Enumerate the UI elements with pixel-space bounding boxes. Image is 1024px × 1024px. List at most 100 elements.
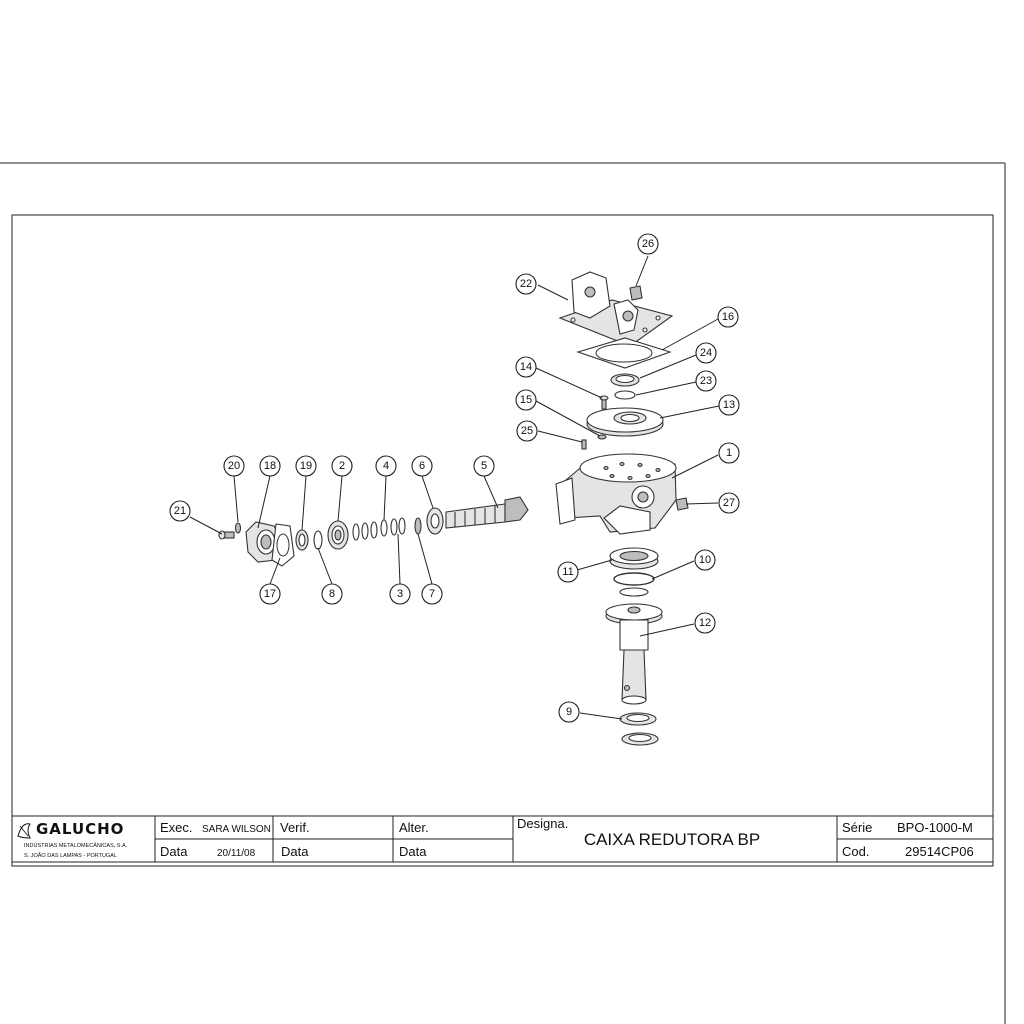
part-5-pinion-shaft [445,496,529,529]
date-value: 20/11/08 [217,848,256,859]
svg-text:1: 1 [726,447,732,459]
balloon-5: 5 [473,455,495,477]
svg-text:5: 5 [481,460,487,472]
designation-label: Designa. [517,816,568,831]
svg-text:22: 22 [520,278,532,290]
exec-label: Exec. [160,820,193,835]
part-20-washer [234,522,242,534]
leader-lines [189,255,720,720]
part-7-circlip [414,517,422,535]
balloon-18: 18 [259,455,281,477]
part-19-seal [295,529,309,551]
balloon-24: 24 [695,342,717,364]
balloon-15: 15 [515,389,537,411]
balloon-27: 27 [718,492,740,514]
svg-text:4: 4 [383,460,389,472]
svg-text:9: 9 [566,706,572,718]
svg-text:26: 26 [642,238,654,250]
exec-value: SARA WILSON [202,824,271,835]
verif-date-label: Data [281,844,309,859]
balloons: 21 20 18 19 2 4 6 5 17 8 3 7 26 22 16 24… [169,233,740,723]
part-17-gasket [271,523,295,567]
serie-label: Série [842,820,872,835]
part-23-ring [614,390,636,400]
part-10-ring [613,572,655,586]
alter-label: Alter. [399,820,429,835]
designation-value: CAIXA REDUTORA BP [584,830,760,849]
sheet-frame [0,162,1006,1024]
part-8-ring [313,530,323,550]
svg-text:25: 25 [521,425,533,437]
code-label: Cod. [842,844,869,859]
svg-text:18: 18 [264,460,276,472]
balloon-8: 8 [321,583,343,605]
part-12-output-shaft [605,603,663,705]
balloon-12: 12 [694,612,716,634]
company-address: S. JOÃO DAS LAMPAS - PORTUGAL [24,852,117,859]
part-16-gasket [576,337,672,369]
svg-text:21: 21 [174,505,186,517]
balloon-26: 26 [637,233,659,255]
part-21-bolt [218,530,235,540]
balloon-16: 16 [717,306,739,328]
balloon-2: 2 [331,455,353,477]
balloon-3: 3 [389,583,411,605]
svg-text:3: 3 [397,588,403,600]
svg-text:20: 20 [228,460,240,472]
part-14-bolt [599,395,609,410]
svg-text:12: 12 [699,617,711,629]
svg-text:2: 2 [339,460,345,472]
balloon-22: 22 [515,273,537,295]
part-25-bolt [581,439,587,450]
svg-text:23: 23 [700,375,712,387]
balloon-23: 23 [695,370,717,392]
svg-text:11: 11 [562,566,573,578]
svg-text:17: 17 [264,588,276,600]
part-13-cover [586,407,664,437]
title-block: GALUCHO INDÚSTRIAS METALOMECÂNICAS, S.A.… [11,815,994,863]
part-11-bearing [609,547,659,570]
svg-text:15: 15 [520,394,532,406]
svg-text:6: 6 [419,460,425,472]
part-4-shims [352,519,388,541]
balloon-11: 11 [557,561,579,583]
verif-label: Verif. [280,820,310,835]
svg-text:13: 13 [723,399,735,411]
balloon-1: 1 [718,442,740,464]
balloon-6: 6 [411,455,433,477]
part-6-bearing [426,507,444,535]
alter-date-label: Data [399,844,427,859]
balloon-7: 7 [421,583,443,605]
svg-text:24: 24 [700,347,712,359]
part-24-seal [610,373,640,387]
svg-text:14: 14 [520,361,532,373]
part-2-bearing [327,520,349,550]
part-22-top-bracket [558,271,674,347]
serie-value: BPO-1000-M [897,820,973,835]
balloon-17: 17 [259,583,281,605]
part-27-plug [675,497,689,511]
vertical-assembly [555,271,689,746]
balloon-14: 14 [515,356,537,378]
balloon-9: 9 [558,701,580,723]
balloon-20: 20 [223,455,245,477]
part-10-inner-ring [619,587,649,597]
balloon-13: 13 [718,394,740,416]
svg-text:8: 8 [329,588,335,600]
balloon-10: 10 [694,549,716,571]
svg-text:19: 19 [300,460,312,472]
code-value: 29514CP06 [905,844,974,859]
input-shaft-assembly [218,496,529,567]
balloon-25: 25 [516,420,538,442]
part-9-seals [619,712,659,746]
svg-text:27: 27 [723,497,735,509]
date-label: Data [160,844,188,859]
part-26-nut [629,285,643,301]
company-logo: GALUCHO INDÚSTRIAS METALOMECÂNICAS, S.A.… [17,820,128,859]
svg-text:7: 7 [429,588,435,600]
logo-emblem-icon [17,823,31,839]
part-1-housing [555,453,677,535]
balloon-21: 21 [169,500,191,522]
part-3-rings [390,517,406,536]
